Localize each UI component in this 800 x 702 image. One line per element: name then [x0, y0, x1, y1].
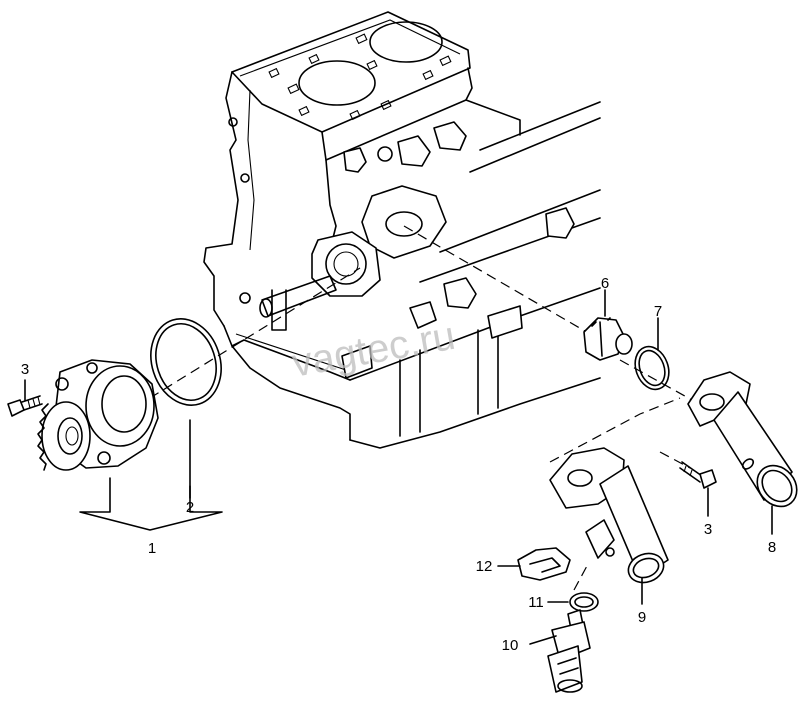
thermostat [583, 317, 633, 361]
retaining-clip [517, 547, 571, 581]
callout-12: 12 [476, 558, 493, 575]
callout-10: 10 [502, 637, 519, 654]
pump-sprocket [37, 401, 91, 471]
callout-6: 6 [601, 275, 609, 292]
watermark: vagtec.ru [289, 314, 459, 386]
water-pump [37, 359, 159, 471]
callout-8: 8 [768, 539, 776, 556]
coolant-flange-upper [687, 371, 798, 508]
callout-1: 1 [148, 540, 156, 557]
callout-labels: 1 2 3 3 6 7 8 9 10 11 12 [21, 275, 776, 654]
callout-7: 7 [654, 303, 662, 320]
callout-9: 9 [638, 609, 646, 626]
callout-11: 11 [528, 594, 544, 611]
engine-block [203, 11, 601, 449]
callout-3-right: 3 [704, 521, 712, 538]
bolt-right [679, 461, 717, 489]
coolant-flange-lower [549, 447, 669, 584]
thermostat-o-ring [634, 345, 670, 391]
temperature-sender [547, 609, 591, 693]
o-ring [150, 318, 222, 406]
callout-leaders [24, 289, 773, 645]
callout-2: 2 [186, 499, 194, 516]
seal-ring [569, 592, 599, 612]
callout-3-left: 3 [21, 361, 29, 378]
bolt-left [7, 395, 43, 417]
